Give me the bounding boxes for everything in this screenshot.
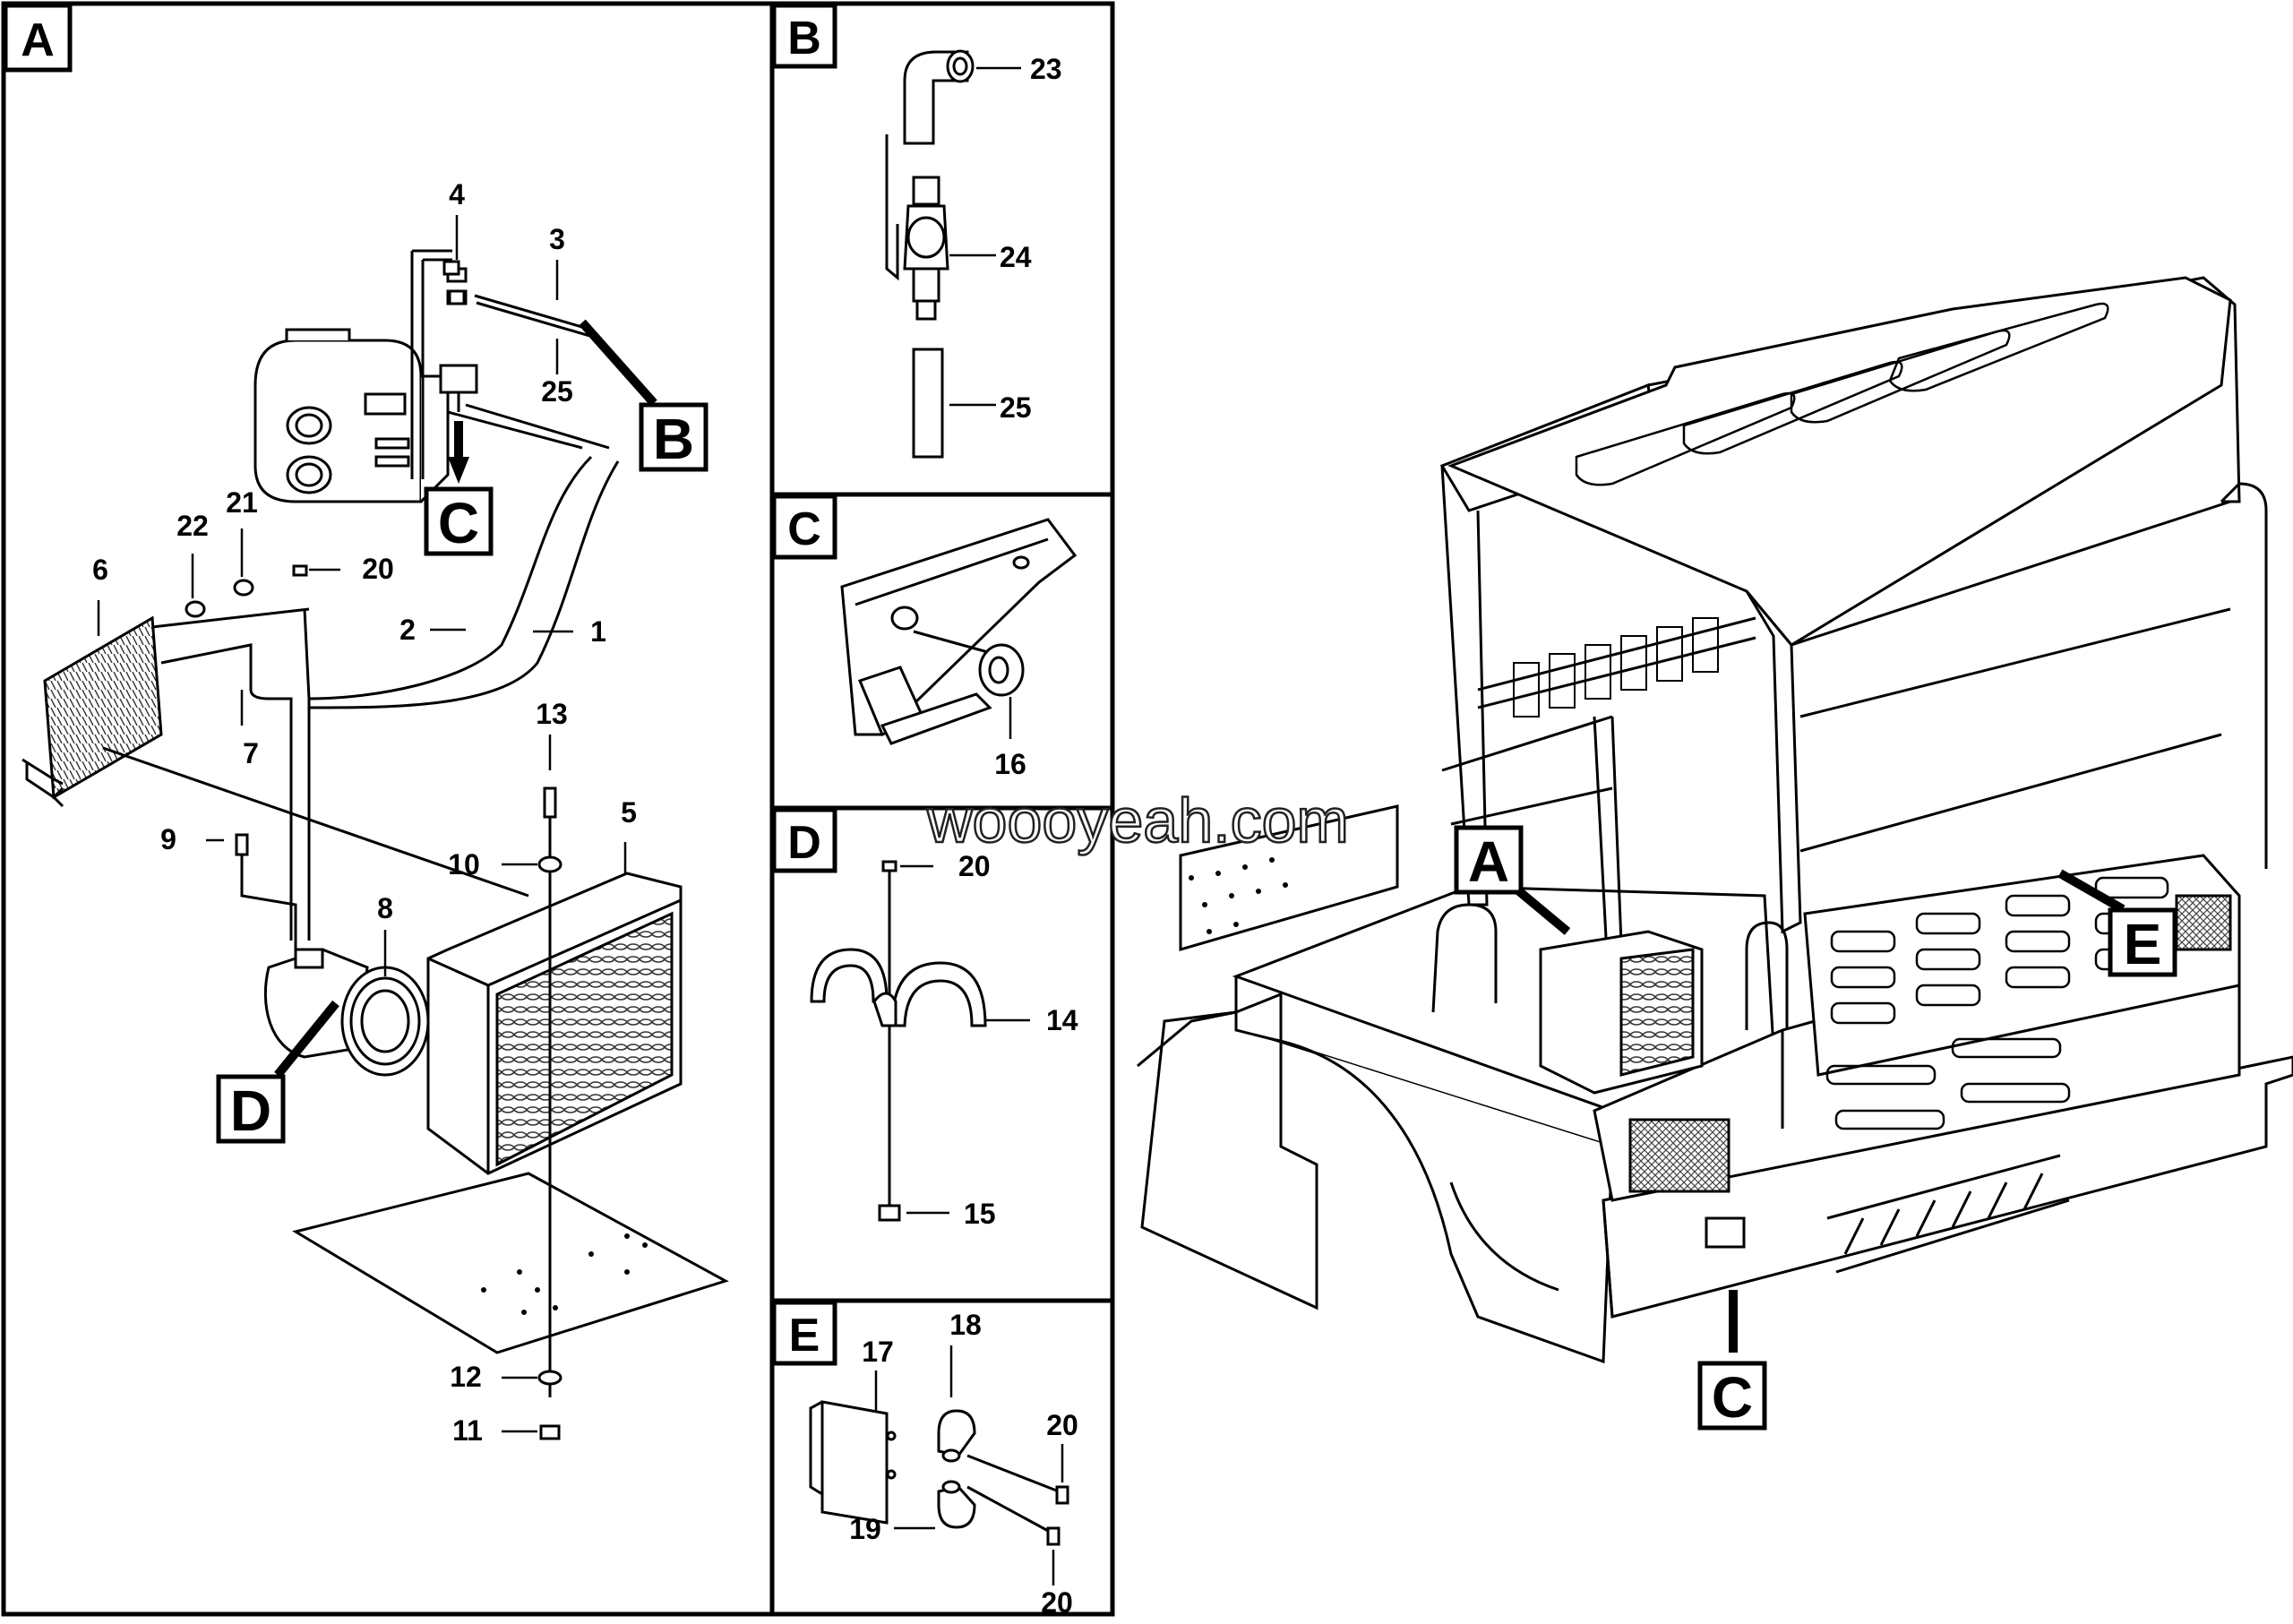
part-number-7: 7 bbox=[243, 737, 259, 769]
panel-d-part-numbers: 20 14 15 bbox=[958, 850, 1078, 1230]
panel-b-part-numbers: 23 24 25 bbox=[1000, 53, 1062, 424]
svg-text:A: A bbox=[1468, 829, 1509, 894]
panel-a-leaders bbox=[97, 215, 627, 1433]
part-number-15: 15 bbox=[964, 1198, 996, 1230]
panel-e-drawing bbox=[809, 1400, 1069, 1546]
svg-text:D: D bbox=[787, 817, 821, 869]
panel-b-leaders bbox=[949, 66, 1021, 407]
panel-a-label: A bbox=[3, 3, 73, 73]
part-number-10: 10 bbox=[448, 848, 480, 881]
part-number-8: 8 bbox=[377, 892, 393, 924]
part-number-17: 17 bbox=[862, 1336, 894, 1368]
panel-a-callout-b[interactable]: B bbox=[579, 319, 709, 472]
part-number-25: 25 bbox=[541, 375, 573, 408]
panel-d-drawing bbox=[810, 860, 987, 1222]
part-number-13: 13 bbox=[536, 698, 568, 730]
panel-a-callout-c[interactable]: C bbox=[424, 421, 494, 556]
watermark-text: woooyeah.com bbox=[926, 786, 1349, 855]
panel-c-part-numbers: 16 bbox=[994, 748, 1026, 780]
svg-text:C: C bbox=[787, 503, 821, 555]
panel-b-label: B bbox=[771, 3, 837, 69]
part-number-20-e-top: 20 bbox=[1046, 1409, 1078, 1441]
panel-d-leaders bbox=[900, 864, 1030, 1215]
part-number-20-d: 20 bbox=[958, 850, 991, 882]
part-number-18: 18 bbox=[949, 1309, 982, 1341]
part-number-22: 22 bbox=[176, 510, 209, 542]
truck-callout-e[interactable]: E bbox=[2057, 869, 2177, 977]
panel-a-drawing bbox=[21, 249, 729, 1440]
part-number-24: 24 bbox=[1000, 241, 1032, 273]
part-number-16: 16 bbox=[994, 748, 1026, 780]
part-number-6: 6 bbox=[92, 554, 108, 586]
svg-text:C: C bbox=[438, 491, 479, 555]
truck-callout-a[interactable]: A bbox=[1454, 825, 1571, 935]
part-number-14: 14 bbox=[1046, 1004, 1078, 1036]
part-number-9: 9 bbox=[160, 823, 176, 855]
part-number-3: 3 bbox=[549, 223, 565, 255]
svg-text:E: E bbox=[2124, 912, 2162, 976]
panel-c-label: C bbox=[771, 494, 837, 560]
truck-callout-c[interactable]: C bbox=[1697, 1290, 1767, 1431]
part-number-20: 20 bbox=[362, 553, 394, 585]
part-number-4: 4 bbox=[449, 178, 465, 211]
panel-e-label: E bbox=[771, 1300, 837, 1366]
svg-text:B: B bbox=[787, 13, 821, 64]
part-number-2: 2 bbox=[399, 614, 416, 646]
part-number-12: 12 bbox=[450, 1361, 482, 1393]
svg-text:E: E bbox=[789, 1310, 820, 1362]
svg-text:D: D bbox=[230, 1078, 271, 1143]
svg-text:C: C bbox=[1712, 1365, 1753, 1430]
panel-e-part-numbers: 17 18 20 19 20 bbox=[849, 1309, 1078, 1619]
panel-e-leaders bbox=[874, 1345, 1064, 1585]
part-number-25-b: 25 bbox=[1000, 391, 1032, 424]
panel-a-callout-d[interactable]: D bbox=[216, 1000, 339, 1144]
panel-a-part-numbers: 4 3 25 6 22 21 20 2 1 7 13 5 9 10 8 12 1… bbox=[92, 178, 637, 1447]
svg-text:A: A bbox=[21, 14, 55, 66]
part-number-21: 21 bbox=[226, 486, 258, 519]
svg-text:B: B bbox=[653, 407, 694, 471]
panel-d-label: D bbox=[771, 807, 837, 873]
part-number-19: 19 bbox=[849, 1513, 881, 1545]
part-number-5: 5 bbox=[621, 796, 637, 829]
part-number-23: 23 bbox=[1030, 53, 1062, 85]
panel-c-drawing bbox=[840, 518, 1078, 745]
part-number-20-e-bottom: 20 bbox=[1041, 1586, 1073, 1619]
part-number-11: 11 bbox=[452, 1414, 483, 1447]
panel-b-drawing bbox=[885, 49, 975, 459]
part-number-1: 1 bbox=[590, 615, 606, 648]
